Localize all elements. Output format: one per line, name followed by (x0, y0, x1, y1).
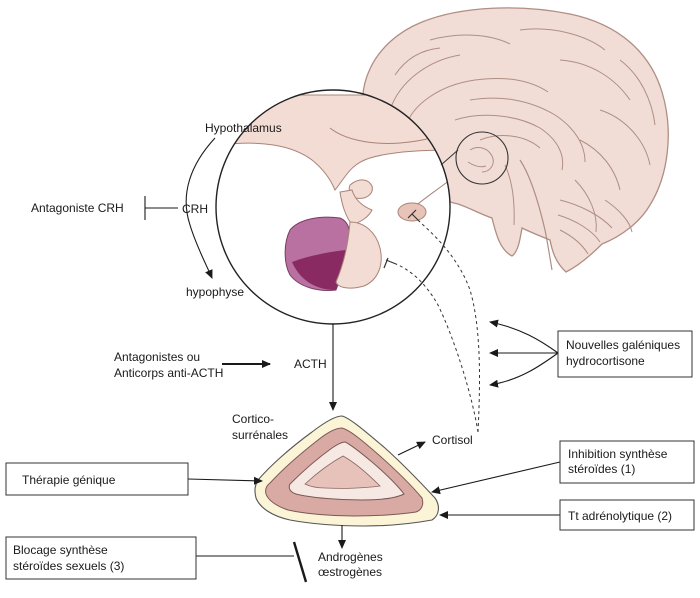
therapie-arrow (187, 476, 263, 485)
box-blocage-line2: stéroïdes sexuels (3) (13, 559, 124, 573)
label-hypothalamus: Hypothalamus (205, 121, 282, 135)
box-nouvelles-line2: hydrocortisone (566, 354, 645, 368)
label-acth: ACTH (294, 357, 327, 371)
brainstem (519, 159, 553, 271)
box-nouvelles-galeniques (557, 330, 693, 378)
label-hypophyse: hypophyse (186, 285, 244, 299)
label-androgenes-2: œstrogènes (318, 565, 382, 579)
label-antagonistes-acth-1: Antagonistes ou (114, 350, 200, 364)
label-antagoniste-crh: Antagoniste CRH (31, 201, 124, 215)
crh-pathway-arrow (185, 137, 216, 279)
brain-illustration (361, 7, 669, 273)
box-therapie-text: Thérapie génique (22, 473, 116, 487)
inhibition-arrow (431, 461, 561, 495)
box-inhibition-synthese (559, 440, 695, 484)
cortisol-feedback-1 (421, 223, 480, 433)
cortisol-arrow (397, 441, 426, 456)
label-androgenes-1: Androgènes (318, 550, 383, 564)
box-inhibition-line1: Inhibition synthèse (568, 447, 668, 461)
galenic-arrow-top (489, 319, 559, 354)
label-cortisol: Cortisol (432, 433, 473, 447)
label-cortico-2: surrénales (232, 428, 288, 442)
blocage-bar (292, 541, 308, 583)
box-therapie-genique (5, 462, 189, 496)
posterior-pituitary (335, 221, 382, 289)
box-tt-adrenolytique (559, 499, 695, 531)
adrenal-gland (254, 415, 439, 527)
label-crh: CRH (182, 202, 208, 216)
cortisol-feedback-2 (395, 263, 479, 433)
box-inhibition-line2: stéroïdes (1) (568, 462, 635, 476)
box-blocage-line1: Blocage synthèse (13, 543, 108, 557)
galenic-arrow-bottom (489, 352, 559, 388)
magnified-view (215, 89, 459, 325)
box-blocage-synthese (5, 536, 197, 580)
label-antagonistes-acth-2: Anticorps anti-ACTH (114, 366, 223, 380)
box-nouvelles-line1: Nouvelles galéniques (566, 338, 680, 352)
box-tt-adrenolytique-text: Tt adrénolytique (2) (568, 509, 672, 523)
zoom-region-marker (455, 131, 509, 185)
label-cortico-1: Cortico- (232, 412, 274, 426)
